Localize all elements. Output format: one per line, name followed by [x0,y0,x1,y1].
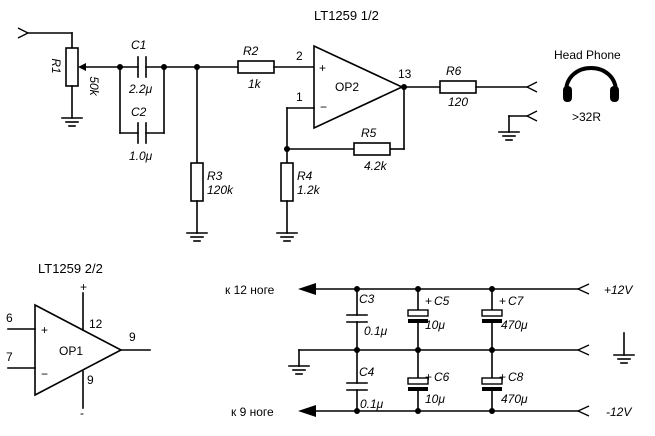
c8-polarity: + [499,370,506,384]
r3-resistor [186,66,208,242]
headphone-icon [563,66,619,102]
c6-polarity: + [425,370,432,384]
c6-capacitor [407,349,429,412]
c7-ref-label: C7 [508,294,525,308]
op2-pin-out: 13 [398,67,412,81]
rail-minus12-dest: к 9 ноге [231,405,274,419]
op1-rail-minus: - [80,406,84,420]
c3-capacitor [346,288,368,351]
op2-name-label: OP2 [335,80,359,94]
c3-value-label: 0.1μ [364,324,388,338]
c6-value-label: 10μ [425,392,445,406]
op1-plus-sign: + [41,323,48,337]
op1-pin-minus: 7 [6,350,13,364]
r5-value-label: 4.2k [364,159,388,173]
c5-value-label: 10μ [425,318,445,332]
r6-ref-label: R6 [446,64,462,78]
op1-minus-sign: − [41,367,48,381]
c2-value-label: 1.0μ [129,149,153,163]
r5-ref-label: R5 [361,126,377,140]
c4-ref-label: C4 [359,365,375,379]
c7-polarity: + [499,294,506,308]
c4-value-label: 0.1μ [360,397,384,411]
r3-value-label: 120k [207,183,234,197]
op1-pin-vplus: 12 [89,317,103,331]
c1-ref-label: C1 [131,38,146,52]
op1-pin-out: 9 [129,330,136,344]
r4-value-label: 1.2k [297,183,321,197]
headphone-label: Head Phone [554,48,621,62]
r1-potentiometer [61,32,121,127]
r3-ref-label: R3 [207,169,223,183]
headphone-impedance: >32R [572,110,601,124]
r6-value-label: 120 [448,95,468,109]
r5-resistor [353,142,391,156]
op2-pin-minus: 1 [296,90,303,104]
c4-capacitor [346,349,368,412]
op2-minus-sign: − [320,100,327,114]
r6-resistor [401,80,538,94]
c8-ref-label: C8 [508,370,524,384]
ground-terminal-right [613,332,635,364]
op1-opamp [7,292,151,409]
input-terminal [17,27,73,39]
op1-rail-plus: + [80,280,87,294]
rail-plus12-label: +12V [604,283,633,297]
title-top: LT1259 1/2 [314,8,379,23]
title-bottom: LT1259 2/2 [38,261,103,276]
op2-opamp [313,44,404,130]
c2-ref-label: C2 [131,105,147,119]
c8-capacitor [481,349,503,412]
op1-name-label: OP1 [59,344,83,358]
op1-pin-vminus: 9 [87,373,94,387]
c7-capacitor [481,288,503,351]
r1-value-label: 50k [87,76,101,96]
rail-plus12-dest: к 12 ноге [225,283,275,297]
c5-ref-label: C5 [434,294,450,308]
c1-value-label: 2.2μ [128,82,153,96]
c5-capacitor [407,288,429,351]
r1-ref-label: R1 [49,58,63,73]
r2-value-label: 1k [248,77,262,91]
c6-ref-label: C6 [434,370,450,384]
c8-value-label: 470μ [501,392,528,406]
c3-ref-label: C3 [359,292,375,306]
feedback-network [284,86,405,164]
r2-resistor [237,60,315,74]
r2-ref-label: R2 [243,44,259,58]
c7-value-label: 470μ [501,318,528,332]
r4-ref-label: R4 [297,169,313,183]
r4-resistor [276,162,298,242]
c1-c2-parallel [117,56,167,144]
rail-minus12-label: -12V [606,405,632,419]
rail-minus12 [298,405,590,417]
op2-plus-sign: + [319,61,326,75]
op1-pin-plus: 6 [6,311,13,325]
c5-polarity: + [425,294,432,308]
op2-pin-plus: 2 [296,49,303,63]
headphone-ground-terminal [498,110,538,141]
